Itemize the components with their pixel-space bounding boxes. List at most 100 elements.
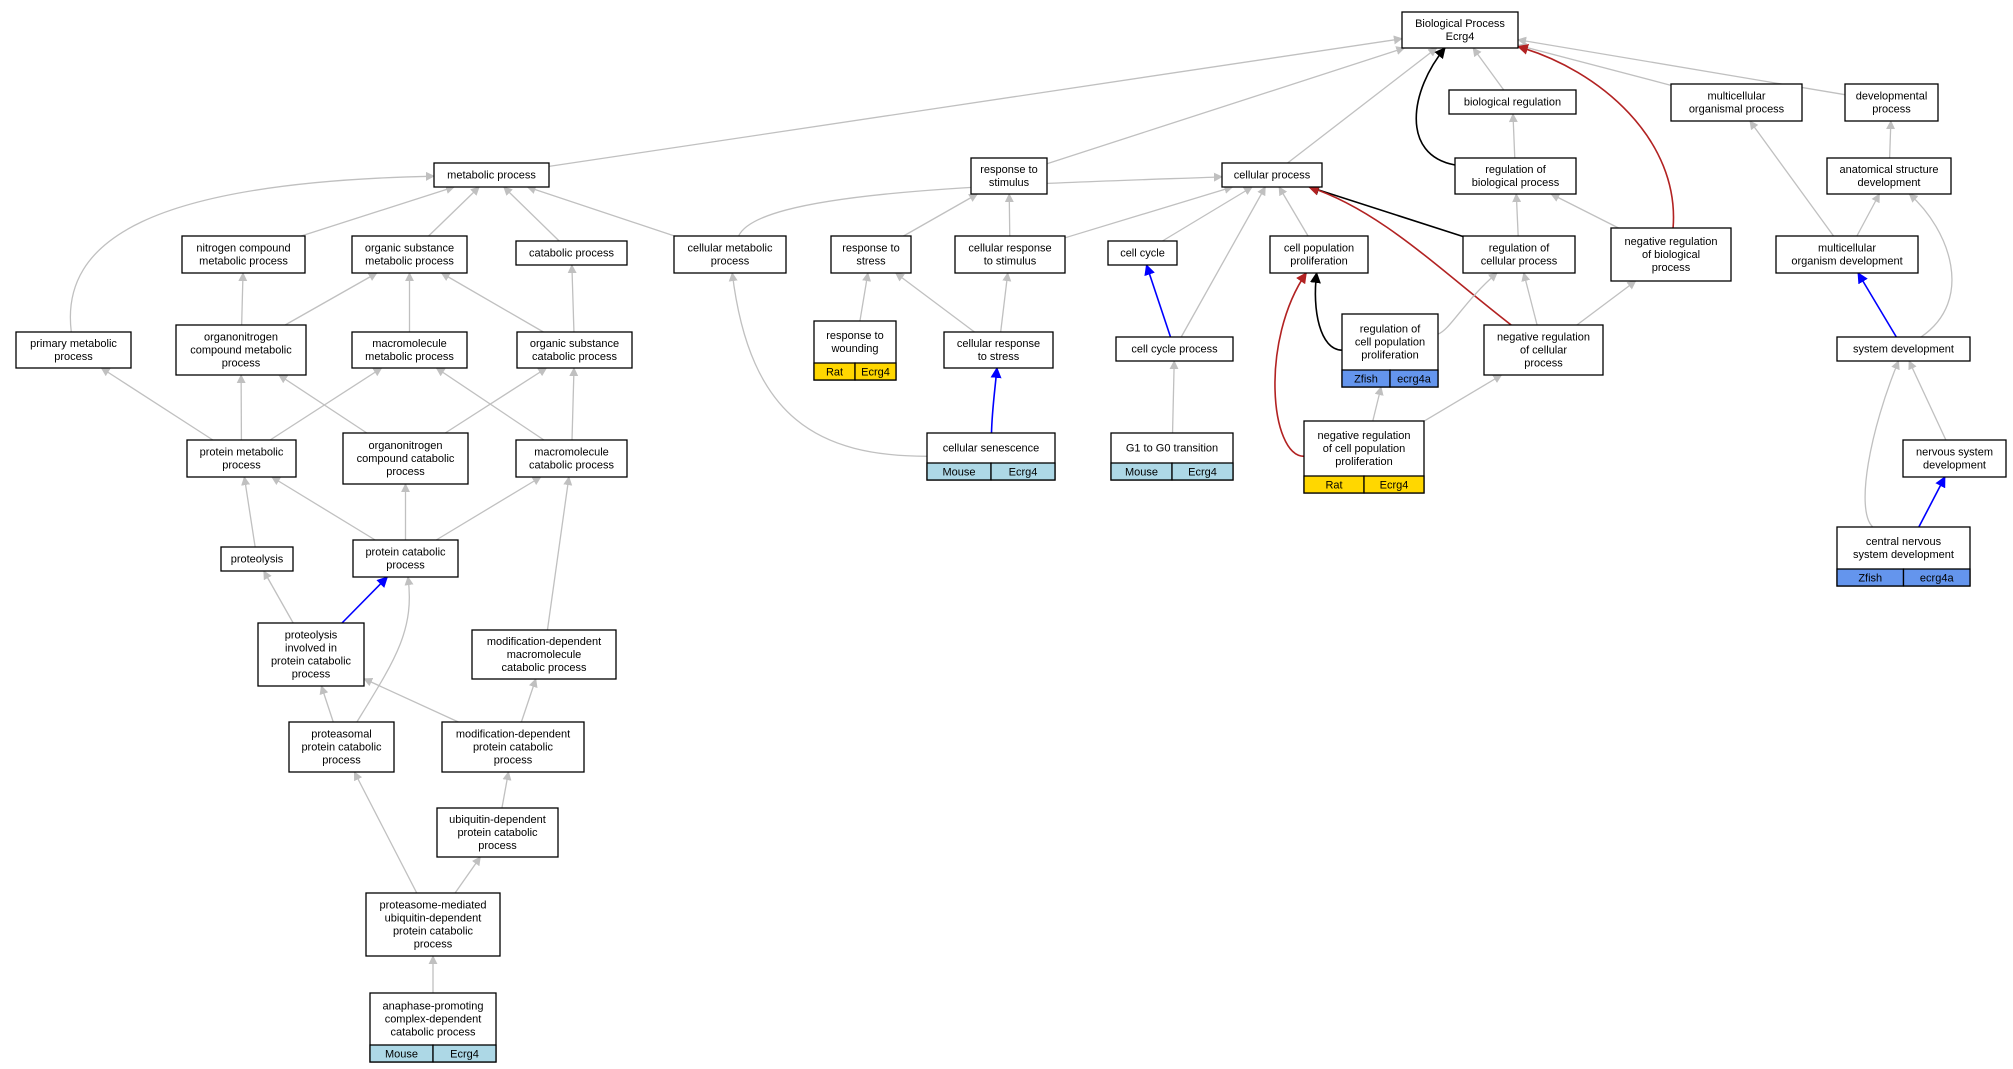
edge-positively-regulates [341,576,389,624]
edge-is-a [1004,193,1014,237]
gene-cell-label: Ecrg4 [450,1049,479,1061]
node-box [441,721,585,773]
node-label-line: G1 to G0 transition [1126,443,1218,455]
gene-cell [1389,369,1439,388]
node-label-line: biological process [1472,177,1560,189]
edge-is-a [1372,386,1384,422]
go-term-node[interactable]: cell cycle process [1115,336,1234,362]
node-label-line: ubiquitin-dependent [449,814,546,826]
node-label-line: system development [1853,344,1954,356]
node-label-line: Biological Process [1415,18,1505,30]
edge-is-a [1064,185,1234,239]
go-term-node[interactable]: cellular process [1221,162,1323,188]
go-term-node[interactable]: catabolic process [515,240,628,266]
node-label-line: cellular senescence [943,443,1040,455]
node-label-line: negative regulation [1497,332,1590,344]
node-label-line: macromolecule [534,447,609,459]
go-term-node[interactable]: proteasome-mediatedubiquitin-dependentpr… [365,892,501,957]
edge-is-a [1437,272,1498,335]
node-box [1462,235,1576,274]
node-box [433,162,550,188]
node-label-line: process [1524,358,1563,370]
species-cell-label: Rat [826,367,843,379]
node-label-line: organonitrogen [368,440,442,452]
edge-is-a [363,678,459,723]
node-label-line: cell cycle [1120,248,1165,260]
edge-is-a [1550,193,1619,229]
gene-cell [990,462,1056,481]
node-label-line: process [711,256,750,268]
edge-is-a [1864,360,1900,528]
go-term-node[interactable]: metabolic process [433,162,550,188]
node-label-line: of biological [1642,249,1700,261]
node-box [515,240,628,266]
node-label-line: response to [980,164,1037,176]
node-label-line: cell population [1355,337,1425,349]
go-term-node[interactable]: cell cycle [1107,240,1178,266]
node-label-line: developmental [1856,91,1928,103]
go-term-node[interactable]: biological regulation [1448,89,1577,115]
go-term-node[interactable]: system development [1836,336,1971,362]
node-label-line: anatomical structure [1839,164,1938,176]
node-label-line: organismal process [1689,104,1785,116]
go-term-node[interactable]: proteolysis [220,546,294,572]
node-box [1115,336,1234,362]
node-box [1775,235,1919,274]
node-label-line: complex-dependent [385,1014,482,1026]
node-label-line: metabolic process [365,351,454,363]
go-term-node[interactable]: anaphase-promotingcomplex-dependentcatab… [369,992,497,1063]
node-label-line: regulation of [1360,324,1421,336]
go-term-node[interactable]: modification-dependentmacromoleculecatab… [471,629,617,680]
node-label-line: protein catabolic [271,656,352,668]
node-label-line: response to [826,330,883,342]
node-label-line: protein catabolic [301,742,382,754]
node-box [1107,240,1178,266]
edge-is-a [859,272,872,322]
edge-is-a [738,172,1223,237]
edge-is-a [1423,374,1503,422]
node-label-line: cellular process [1481,256,1558,268]
edge-is-a [319,685,334,723]
node-label-line: catabolic process [502,662,587,674]
node-label-line: proliferation [1335,456,1392,468]
edge-is-a [526,185,675,237]
edge-is-a [1512,193,1522,237]
node-label-line: catabolic process [532,351,617,363]
